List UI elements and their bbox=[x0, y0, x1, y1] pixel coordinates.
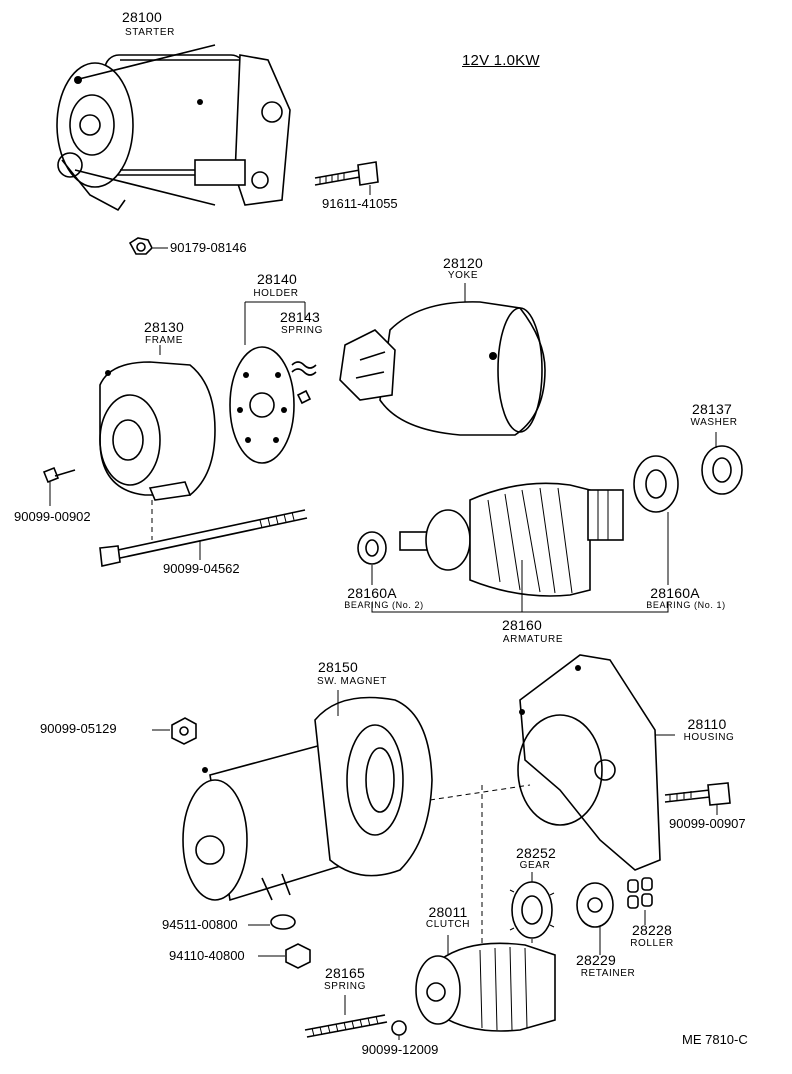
armature-icon bbox=[399, 482, 624, 612]
yoke-icon bbox=[339, 283, 546, 436]
part-number-screw-frame: 90099-00902 bbox=[14, 509, 91, 524]
armature-bracket bbox=[371, 602, 669, 613]
part-number-bolt-housing: 90099-00907 bbox=[669, 816, 746, 831]
part-number-bolt-top: 91611-41055 bbox=[322, 196, 398, 211]
part-name-spring-brush: SPRING bbox=[281, 325, 323, 336]
bearing-no2-icon bbox=[357, 531, 387, 585]
bolt-icon bbox=[664, 782, 731, 815]
screw-icon bbox=[42, 466, 76, 506]
part-number-sw-magnet: 28150 bbox=[318, 659, 358, 675]
part-number-spring-brush: 28143 bbox=[280, 309, 320, 325]
part-number-spring-return: 28165 bbox=[325, 965, 365, 981]
part-number-washer-terminal: 94511-00800 bbox=[162, 917, 238, 932]
part-number-nut-top: 90179-08146 bbox=[170, 240, 247, 255]
part-name-bearing-2: BEARING (No. 2) bbox=[344, 600, 424, 610]
nut-icon bbox=[258, 943, 311, 969]
part-number-bearing-1: 28160A bbox=[650, 585, 700, 601]
starter-assembly-icon bbox=[56, 44, 291, 212]
housing-icon bbox=[517, 654, 675, 871]
part-number-ball: 90099-12009 bbox=[361, 1042, 439, 1057]
retainer-icon bbox=[576, 882, 614, 955]
bolt-icon bbox=[314, 161, 379, 195]
brush-spring-icon bbox=[291, 361, 317, 405]
part-number-holder: 28140 bbox=[257, 271, 297, 287]
part-number-yoke: 28120 bbox=[443, 255, 483, 271]
part-number-nut-magnet: 90099-05129 bbox=[40, 721, 117, 736]
part-number-starter: 28100 bbox=[122, 9, 162, 25]
part-number-clutch: 28011 bbox=[428, 904, 468, 920]
part-number-retainer: 28229 bbox=[576, 952, 616, 968]
ball-icon bbox=[391, 1020, 407, 1040]
part-name-bearing-1: BEARING (No. 1) bbox=[646, 600, 726, 610]
spec-label: 12V 1.0KW bbox=[462, 52, 540, 69]
part-number-roller: 28228 bbox=[632, 922, 672, 938]
assembly-axis bbox=[429, 784, 531, 801]
part-name-retainer: RETAINER bbox=[580, 968, 636, 979]
magnetic-switch-icon bbox=[182, 690, 433, 902]
diagram-code: ME 7810-C bbox=[682, 1032, 748, 1047]
bearing-no1-icon bbox=[633, 455, 679, 585]
part-name-frame: FRAME bbox=[145, 335, 183, 346]
brush-holder-icon bbox=[229, 301, 306, 464]
return-spring-icon bbox=[304, 995, 388, 1038]
part-name-spring-return: SPRING bbox=[324, 981, 366, 992]
part-name-washer: WASHER bbox=[690, 417, 738, 428]
part-number-washer: 28137 bbox=[692, 401, 732, 417]
part-name-holder: HOLDER bbox=[253, 288, 299, 299]
frame-icon bbox=[99, 361, 216, 501]
part-name-sw-magnet: SW. MAGNET bbox=[317, 676, 387, 687]
part-name-roller: ROLLER bbox=[630, 938, 674, 949]
clutch-icon bbox=[415, 935, 556, 1032]
roller-icon bbox=[627, 877, 653, 925]
part-number-housing: 28110 bbox=[687, 716, 727, 732]
part-number-nut-terminal: 94110-40800 bbox=[169, 948, 245, 963]
through-bolt-icon bbox=[99, 509, 308, 567]
part-name-housing: HOUSING bbox=[683, 732, 735, 743]
nut-icon bbox=[152, 717, 197, 745]
part-name-starter: STARTER bbox=[125, 27, 175, 38]
part-name-yoke: YOKE bbox=[447, 270, 479, 281]
part-name-armature: ARMATURE bbox=[502, 634, 564, 645]
washer-icon bbox=[248, 914, 296, 930]
gear-icon bbox=[509, 872, 555, 943]
part-number-frame: 28130 bbox=[144, 319, 184, 335]
part-number-armature: 28160 bbox=[502, 617, 542, 633]
part-number-through-bolt: 90099-04562 bbox=[163, 561, 240, 576]
nut-icon bbox=[128, 237, 168, 255]
part-number-gear: 28252 bbox=[516, 845, 556, 861]
part-name-gear: GEAR bbox=[519, 860, 551, 871]
part-name-clutch: CLUTCH bbox=[425, 919, 471, 930]
washer-icon bbox=[701, 432, 743, 495]
part-number-bearing-2: 28160A bbox=[347, 585, 397, 601]
